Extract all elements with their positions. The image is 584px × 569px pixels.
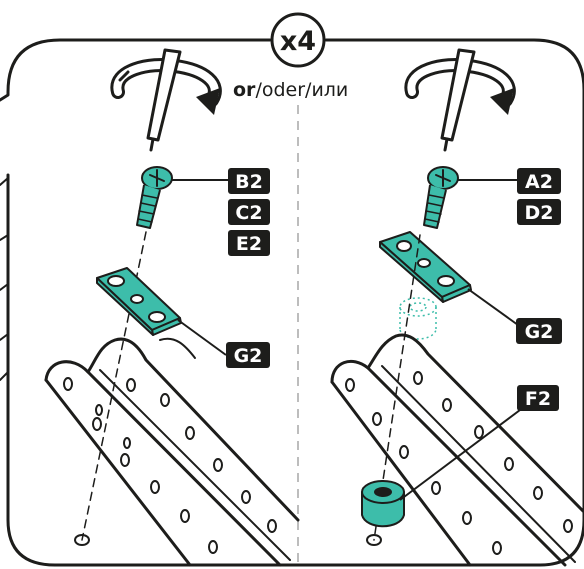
leader-line xyxy=(177,319,227,356)
screwdriver-icon xyxy=(440,48,476,152)
svg-text:G2: G2 xyxy=(525,321,554,343)
leader-line xyxy=(399,409,521,501)
quantity-badge xyxy=(270,12,326,68)
part-label-a2: A2 xyxy=(517,168,561,194)
screwdriver-icon xyxy=(146,48,182,152)
svg-text:C2: C2 xyxy=(235,202,262,224)
svg-text:B2: B2 xyxy=(235,171,263,193)
assembly-axis xyxy=(81,231,147,541)
rail xyxy=(44,337,300,567)
quantity-text: x4 xyxy=(280,26,316,57)
left-option: B2 C2 E2 G2 xyxy=(44,48,300,567)
bracket-plate xyxy=(96,267,182,336)
svg-text:A2: A2 xyxy=(525,171,553,193)
svg-text:G2: G2 xyxy=(234,345,263,367)
svg-text:D2: D2 xyxy=(525,202,554,224)
part-label-d2: D2 xyxy=(517,199,561,225)
ghost-spacer xyxy=(399,297,437,340)
part-label-b2: B2 xyxy=(228,168,270,194)
rail-holes xyxy=(63,377,277,554)
leader-line xyxy=(467,288,519,326)
alt-oder: oder xyxy=(262,79,305,101)
part-label-g2-right: G2 xyxy=(516,318,562,344)
rail xyxy=(330,333,584,567)
svg-text:E2: E2 xyxy=(236,233,262,255)
svg-text:F2: F2 xyxy=(525,388,551,410)
part-label-f2: F2 xyxy=(517,385,559,411)
panel-frame xyxy=(0,38,584,567)
screw xyxy=(136,166,173,229)
part-label-e2: E2 xyxy=(228,230,270,256)
part-label-g2-left: G2 xyxy=(226,342,270,368)
screw xyxy=(423,166,459,229)
bracket-plate xyxy=(379,231,472,303)
rail-holes xyxy=(345,371,573,555)
part-label-c2: C2 xyxy=(228,199,270,225)
alt-or: or xyxy=(233,79,256,101)
alt-sep-1: / xyxy=(255,79,262,101)
right-option: A2 D2 G2 F2 xyxy=(330,48,584,567)
spacer xyxy=(361,480,405,528)
alternative-text: or/oder/или xyxy=(233,79,348,101)
edge-fragment xyxy=(0,177,9,381)
alt-sep-2: / xyxy=(305,79,312,101)
alt-ili: или xyxy=(311,79,348,101)
